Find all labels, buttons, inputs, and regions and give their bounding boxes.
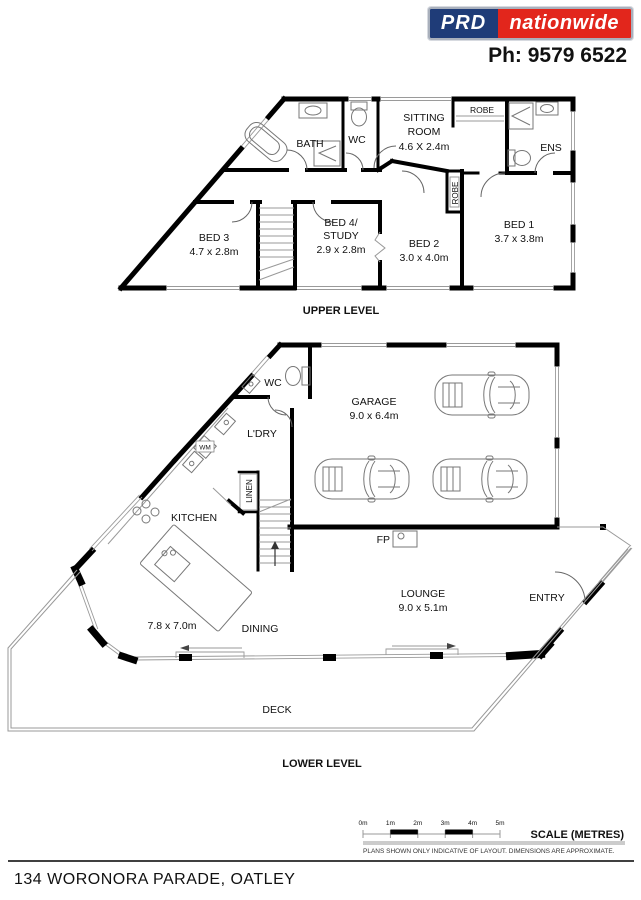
sitting-room-label-2: ROOM — [408, 126, 441, 138]
lower-level-plan: WC L'DRY LINEN WM KITCHEN GARAGE 9.0 x 6… — [7, 341, 633, 770]
dining-label: DINING — [242, 623, 279, 635]
sink-icon — [181, 450, 205, 474]
lower-windows — [77, 341, 633, 661]
upper-level-title: UPPER LEVEL — [303, 305, 380, 317]
garage-dim: 9.0 x 6.4m — [349, 410, 398, 422]
upper-level-plan: BATH WC SITTING ROOM 4.6 X 2.4m ROBE ENS… — [117, 95, 577, 317]
scale-tick-1m: 1m — [386, 820, 395, 827]
upper-windows — [166, 95, 577, 292]
scale-tick-3m: 3m — [441, 820, 450, 827]
ens-toilet-icon — [507, 149, 531, 167]
toilet-icon — [285, 366, 311, 386]
bath-vanity-icon — [298, 102, 328, 119]
lower-room-labels: WC L'DRY LINEN WM KITCHEN GARAGE 9.0 x 6… — [147, 377, 564, 770]
kitchen-label: KITCHEN — [171, 512, 217, 524]
garage-label: GARAGE — [352, 396, 397, 408]
bed3-dim: 4.7 x 2.8m — [189, 246, 238, 258]
entry-label: ENTRY — [529, 592, 564, 604]
lower-wc-label: WC — [264, 377, 282, 389]
wc-label: WC — [348, 134, 366, 146]
lower-wc-fixtures — [241, 366, 311, 395]
deck-outline — [7, 547, 632, 732]
deck-label: DECK — [262, 704, 291, 716]
robe-shelves — [449, 115, 504, 208]
scale-tick-5m: 5m — [495, 820, 504, 827]
bath-shower-icon — [313, 140, 341, 167]
bed4-dim: 2.9 x 2.8m — [316, 244, 365, 256]
bed2-dim: 3.0 x 4.0m — [399, 252, 448, 264]
bathtub-icon — [244, 121, 288, 163]
lower-interior-walls — [212, 345, 312, 572]
car-icon — [432, 455, 528, 503]
upper-interior-walls — [193, 97, 575, 290]
basin-icon — [241, 373, 261, 395]
wm-label: WM — [199, 445, 211, 452]
lounge-label: LOUNGE — [401, 588, 445, 600]
wall-posts — [70, 524, 606, 665]
laundry-label: L'DRY — [247, 428, 277, 440]
upper-doors — [231, 145, 556, 223]
lower-exterior-walls — [73, 341, 560, 571]
robe-bed-label: ROBE — [451, 182, 460, 205]
ens-label: ENS — [540, 142, 562, 154]
bed2-label: BED 2 — [409, 238, 440, 250]
robe-top-label: ROBE — [470, 105, 494, 115]
logo-prd-block: PRD — [429, 9, 498, 38]
scale-title: SCALE (METRES) — [531, 829, 625, 841]
property-address: 134 WORONORA PARADE, OATLEY — [14, 871, 295, 888]
bed3-label: BED 3 — [199, 232, 230, 244]
ens-vanity-icon — [535, 101, 559, 116]
prd-nationwide-logo: PRD nationwide — [427, 7, 633, 40]
car-icon — [314, 455, 410, 503]
bed1-dim: 3.7 x 3.8m — [494, 233, 543, 245]
fireplace-label: FP — [377, 534, 390, 546]
logo-nationwide-block: nationwide — [497, 9, 631, 38]
bed4-label-2: STUDY — [323, 230, 359, 242]
sitting-room-label-1: SITTING — [403, 112, 444, 124]
linen-label: LINEN — [245, 479, 254, 503]
kitchen-dining-dim: 7.8 x 7.0m — [147, 620, 196, 632]
slider-doors — [175, 643, 459, 658]
lower-stairs — [258, 498, 292, 566]
garage-cars — [314, 371, 530, 503]
upper-room-labels: BATH WC SITTING ROOM 4.6 X 2.4m ROBE ENS… — [189, 105, 561, 317]
kitchen-island — [140, 524, 252, 632]
ens-shower-icon — [508, 102, 534, 130]
wc-toilet-icon — [350, 101, 368, 127]
car-icon — [434, 371, 530, 419]
scale-bar: 0m 1m 2m 3m 4m 5m SCALE (METRES) PLANS S… — [358, 820, 625, 855]
bed4-label-1: BED 4/ — [324, 217, 357, 229]
disclaimer-text: PLANS SHOWN ONLY INDICATIVE OF LAYOUT. D… — [363, 848, 615, 855]
bed1-label: BED 1 — [504, 219, 535, 231]
scale-tick-0m: 0m — [358, 820, 367, 827]
lower-level-title: LOWER LEVEL — [282, 758, 362, 770]
bath-label: BATH — [296, 138, 323, 150]
sink-icon — [213, 412, 237, 436]
sitting-room-dim: 4.6 X 2.4m — [399, 141, 450, 153]
upper-stairs — [258, 207, 295, 281]
footer: 134 WORONORA PARADE, OATLEY — [8, 860, 634, 888]
lounge-dim: 9.0 x 5.1m — [398, 602, 447, 614]
scale-tick-4m: 4m — [468, 820, 477, 827]
kitchen-fixtures — [107, 407, 252, 632]
lower-doors — [267, 396, 293, 428]
phone-number: Ph: 9579 6522 — [488, 44, 627, 67]
scale-tick-2m: 2m — [413, 820, 422, 827]
fireplace-icon — [392, 530, 418, 548]
